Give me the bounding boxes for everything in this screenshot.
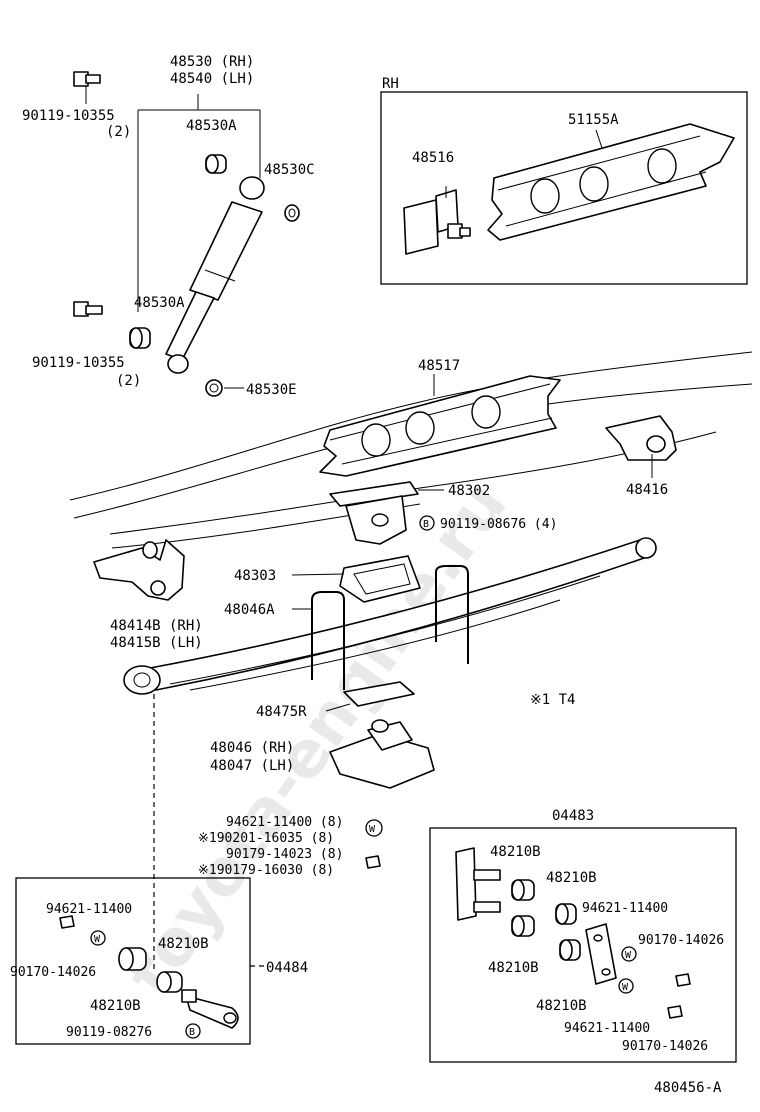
label-front-hanger-rh: 48414B (RH) — [110, 618, 203, 634]
washer-e-drawing — [205, 379, 223, 397]
label-washer-c: 48530C — [264, 162, 315, 178]
label-front-hanger-lh: 48415B (LH) — [110, 635, 203, 651]
kr-nut-2-icon — [667, 1005, 683, 1019]
label-shock-lh: 48540 (LH) — [170, 71, 254, 87]
rh-detail-box — [380, 91, 748, 285]
spring-seat-drawing — [329, 481, 419, 545]
shock-absorber-group — [73, 71, 300, 397]
label-spring-plate: 48475R — [256, 704, 307, 720]
rh-crossmember-drawing — [487, 123, 735, 241]
label-bolt-top-qty: (2) — [106, 124, 131, 140]
label-spring-seat-rh: 48046 (RH) — [210, 740, 294, 756]
label-kl-bolt: 90119-08276 — [66, 1025, 152, 1040]
label-rh-crossmember: 51155A — [568, 112, 619, 128]
label-rear-hanger: 48416 — [626, 482, 668, 498]
label-kl-bushing-2: 48210B — [90, 998, 141, 1014]
label-bolt-bottom: 90119-10355 — [32, 355, 125, 371]
label-kr-nut-2: 90170-14026 — [622, 1039, 708, 1054]
label-bolt-bottom-qty: (2) — [116, 373, 141, 389]
shock-absorber-drawing — [165, 176, 265, 374]
label-crossmember: 48517 — [418, 358, 460, 374]
rh-bracket-drawing — [403, 186, 471, 255]
label-kr-washer-2: 94621-11400 — [564, 1021, 650, 1036]
nut-icon — [365, 855, 381, 869]
crossmember-drawing — [319, 375, 561, 477]
kr-shackle-plate-drawing — [585, 923, 617, 985]
kl-bushing-drawing — [118, 947, 183, 993]
lower-spring-seat-drawing — [329, 719, 435, 789]
kr-nut-1-icon — [675, 973, 691, 987]
label-nut-2: ※190179-16030 (8) — [198, 863, 334, 878]
label-washer-1: 94621-11400 (8) — [226, 815, 343, 830]
label-shock-rh: 48530 (RH) — [170, 54, 254, 70]
kl-washer-marker-letter: W — [94, 934, 101, 945]
label-kl-nut: 90170-14026 — [10, 965, 96, 980]
label-rh-bracket: 48516 — [412, 150, 454, 166]
bushing-top-drawing — [205, 154, 227, 174]
note-t4: ※1 T4 — [530, 692, 575, 708]
label-kr-bushing-3: 48210B — [488, 960, 539, 976]
label-kit-right: 04483 — [552, 808, 594, 824]
diagram-code: 480456-A — [654, 1080, 722, 1096]
kl-shackle-drawing — [181, 989, 239, 1029]
kl-bolt-marker-icon — [185, 1023, 201, 1039]
label-kr-nut-1: 90170-14026 — [638, 933, 724, 948]
kl-bolt-marker-letter: B — [189, 1027, 195, 1038]
kr-washer-2-marker-letter: W — [622, 982, 629, 993]
front-hanger-drawing — [93, 539, 185, 601]
kr-washer-1-marker-letter: W — [625, 950, 632, 961]
kr-shackle-left-drawing — [455, 847, 501, 921]
label-spring-seat: 48302 — [448, 483, 490, 499]
bushing-bottom-drawing — [129, 327, 151, 349]
label-spring-seat-lh: 48047 (LH) — [210, 758, 294, 774]
label-bushing-a-top: 48530A — [186, 118, 237, 134]
kr-washer-2-marker-icon — [618, 978, 634, 994]
leaf-spring-drawing — [123, 537, 657, 695]
rear-hanger-drawing — [605, 415, 677, 461]
label-kr-bushing-2: 48210B — [546, 870, 597, 886]
washer-marker-icon — [365, 819, 383, 837]
bolt-marker-letter: B — [423, 519, 429, 530]
label-kl-bushing-1: 48210B — [158, 936, 209, 952]
label-nut-1: 90179-14023 (8) — [226, 847, 343, 862]
label-kr-bushing-1: 48210B — [490, 844, 541, 860]
label-kl-washer: 94621-11400 — [46, 902, 132, 917]
bolt-top-drawing — [73, 71, 101, 87]
label-kr-washer-1: 94621-11400 — [582, 901, 668, 916]
washer-marker-letter: W — [369, 824, 376, 835]
kl-washer-marker-icon — [90, 930, 106, 946]
label-bushing-a-bottom: 48530A — [134, 295, 185, 311]
bumper-drawing — [339, 555, 421, 603]
spring-plate-drawing — [343, 681, 415, 707]
label-bumper: 48303 — [234, 568, 276, 584]
label-kr-bushing-4: 48210B — [536, 998, 587, 1014]
kit-right-box — [429, 827, 737, 1063]
kit-left-box — [15, 877, 251, 1045]
label-washer-2: ※190201-16035 (8) — [198, 831, 334, 846]
label-bolt-spring-seat: 90119-08676 (4) — [440, 517, 557, 532]
kr-washer-1-marker-icon — [621, 946, 637, 962]
rh-box-title: RH — [382, 76, 399, 92]
label-washer-e: 48530E — [246, 382, 297, 398]
bolt-marker-icon — [419, 515, 435, 531]
u-bolt-drawing — [311, 565, 469, 690]
kl-nut-icon — [59, 915, 75, 929]
kr-bushings-drawing — [511, 879, 581, 961]
label-bolt-top: 90119-10355 — [22, 108, 115, 124]
bolt-bottom-drawing — [73, 301, 103, 317]
washer-c-drawing — [284, 204, 300, 222]
label-kit-left: 04484 — [266, 960, 308, 976]
label-u-bolt: 48046A — [224, 602, 275, 618]
